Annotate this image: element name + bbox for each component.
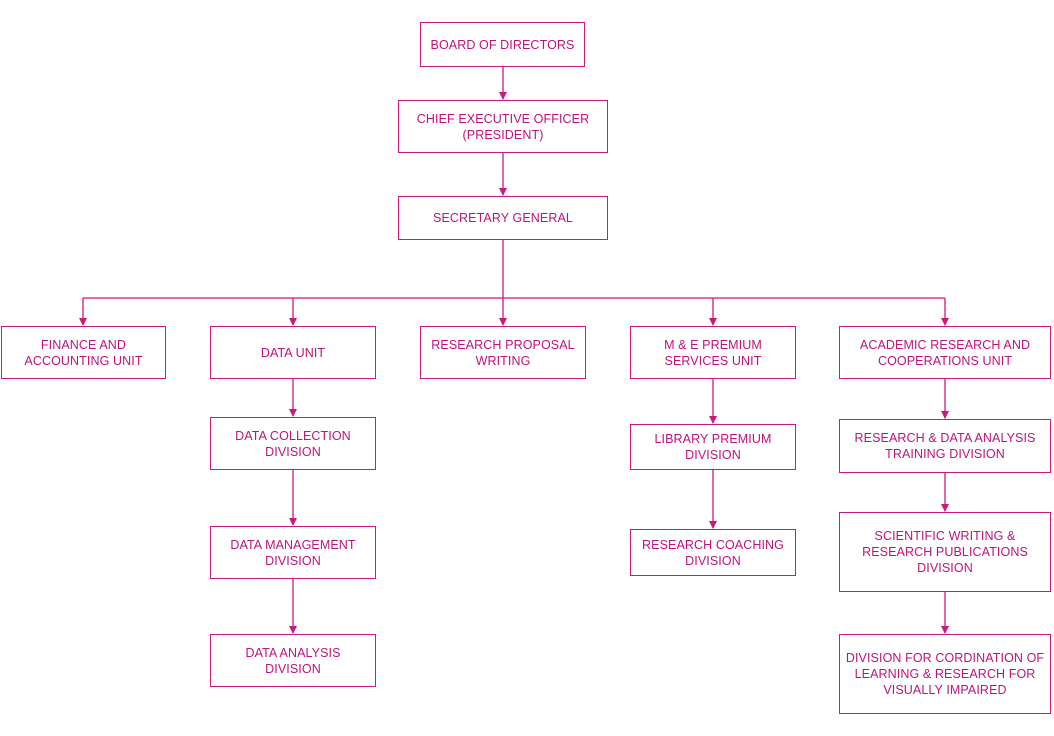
library-premium-division-label: LIBRARY PREMIUM DIVISION <box>654 432 772 462</box>
research-coaching-division-box: RESEARCH COACHING DIVISION <box>630 529 796 576</box>
research-data-analysis-training-label: RESEARCH & DATA ANALYSIS TRAINING DIVISI… <box>854 431 1036 461</box>
me-premium-unit-label: M & E PREMIUM SERVICES UNIT <box>664 337 762 368</box>
research-proposal-box: RESEARCH PROPOSAL WRITING <box>420 326 586 379</box>
secretary-general-label: SECRETARY GENERAL <box>433 211 573 225</box>
data-management-division-box: DATA MANAGEMENT DIVISION <box>210 526 376 579</box>
data-unit-label: DATA UNIT <box>260 345 326 360</box>
data-management-division-label: DATA MANAGEMENT DIVISION <box>230 537 356 568</box>
ceo-label: CHIEF EXECUTIVE OFFICER (PRESIDENT) <box>416 111 590 142</box>
visually-impaired-division-label: DIVISION FOR CORDINATION OF LEARNING & R… <box>845 651 1045 697</box>
finance-unit-label: FINANCE AND ACCOUNTING UNIT <box>24 337 143 368</box>
data-analysis-division-box: DATA ANALYSIS DIVISION <box>210 634 376 687</box>
research-coaching-division-label: RESEARCH COACHING DIVISION <box>642 537 784 568</box>
visually-impaired-division-box: DIVISION FOR CORDINATION OF LEARNING & R… <box>839 634 1051 714</box>
research-data-analysis-training-box: RESEARCH & DATA ANALYSIS TRAINING DIVISI… <box>839 419 1051 473</box>
data-analysis-division-label: DATA ANALYSIS DIVISION <box>245 645 341 676</box>
academic-unit-label: ACADEMIC RESEARCH AND COOPERATIONS UNIT <box>859 337 1031 368</box>
data-collection-division-box: DATA COLLECTION DIVISION <box>210 417 376 470</box>
academic-unit-box: ACADEMIC RESEARCH AND COOPERATIONS UNIT <box>839 326 1051 379</box>
finance-unit-box: FINANCE AND ACCOUNTING UNIT <box>1 326 166 379</box>
secretary-general-box: SECRETARY GENERAL <box>398 196 608 240</box>
board-of-directors-label: BOARD OF DIRECTORS <box>430 37 575 52</box>
research-proposal-label: RESEARCH PROPOSAL WRITING <box>431 337 575 368</box>
board-of-directors-box: BOARD OF DIRECTORS <box>420 22 585 67</box>
library-premium-division-box: LIBRARY PREMIUM DIVISION <box>630 424 796 470</box>
scientific-writing-division-label: SCIENTIFIC WRITING & RESEARCH PUBLICATIO… <box>862 529 1028 575</box>
scientific-writing-division-box: SCIENTIFIC WRITING & RESEARCH PUBLICATIO… <box>839 512 1051 592</box>
ceo-box: CHIEF EXECUTIVE OFFICER (PRESIDENT) <box>398 100 608 153</box>
data-collection-division-label: DATA COLLECTION DIVISION <box>235 428 351 459</box>
me-premium-unit-box: M & E PREMIUM SERVICES UNIT <box>630 326 796 379</box>
data-unit-box: DATA UNIT <box>210 326 376 379</box>
